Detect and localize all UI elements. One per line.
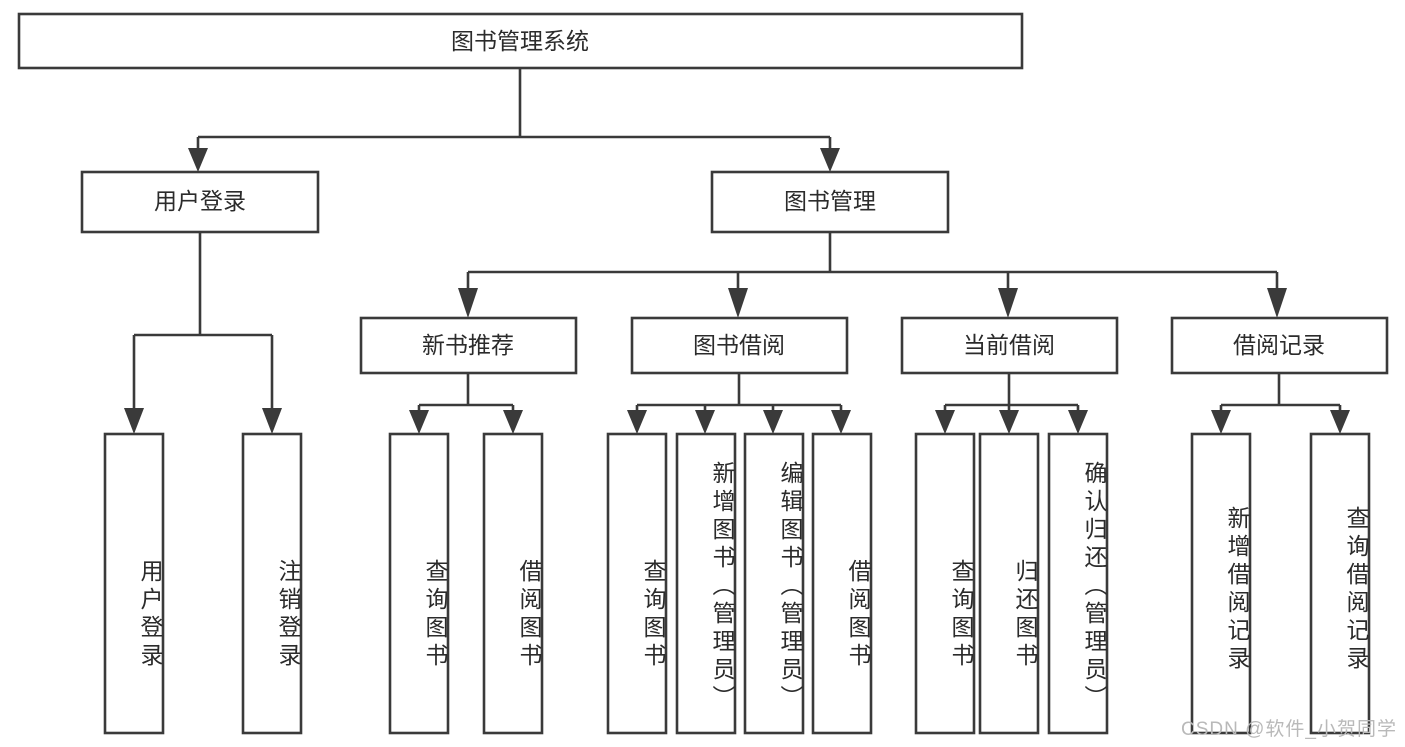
arrowhead-new-book-0 (409, 410, 429, 434)
node-user-login[interactable]: 用户登录 (80, 170, 320, 234)
node-book-manage-label: 图书管理 (784, 188, 876, 214)
node-root[interactable]: 图书管理系统 (17, 12, 1024, 70)
leaf-box-current-borrow-1[interactable] (978, 432, 1040, 735)
node-current-borrow-box[interactable] (900, 316, 1119, 375)
node-book-borrow-label: 图书借阅 (693, 332, 785, 358)
node-borrow-record-label: 借阅记录 (1233, 332, 1325, 358)
node-new-book-recommend-box[interactable] (359, 316, 578, 375)
arrowhead-borrow-record-0 (1211, 410, 1231, 434)
arrowhead-book-borrow-0 (627, 410, 647, 434)
leaf-box-book-borrow-3[interactable] (811, 432, 873, 735)
leaf-box-user-login-1[interactable] (241, 432, 303, 735)
arrowhead-book-borrow-1 (695, 410, 715, 434)
arrowhead-current-borrow-1 (999, 410, 1019, 434)
leaf-box-book-borrow-1[interactable] (675, 432, 737, 735)
leaf-box-borrow-record-0[interactable] (1190, 432, 1252, 735)
node-book-borrow-box[interactable] (630, 316, 849, 375)
leaf-box-book-borrow-2[interactable] (743, 432, 805, 735)
arrowhead-level1-1 (820, 148, 840, 172)
node-user-login-label: 用户登录 (154, 188, 246, 214)
leaf-box-user-login-0[interactable] (103, 432, 165, 735)
node-book-borrow[interactable]: 图书借阅 (630, 316, 849, 375)
leaf-box-current-borrow-2[interactable] (1047, 432, 1109, 735)
leaf-box-current-borrow-0[interactable] (914, 432, 976, 735)
leaf-box-new-book-1[interactable] (482, 432, 544, 735)
arrowhead-book-borrow-3 (831, 410, 851, 434)
arrowhead-current-borrow-2 (1068, 410, 1088, 434)
node-new-book-recommend-label: 新书推荐 (422, 332, 514, 358)
leaf-box-borrow-record-1[interactable] (1309, 432, 1371, 735)
arrowhead-book-borrow-2 (763, 410, 783, 434)
node-borrow-record[interactable]: 借阅记录 (1170, 316, 1389, 375)
arrowhead-new-book-1 (503, 410, 523, 434)
arrowhead-borrow-record-1 (1330, 410, 1350, 434)
arrowhead-current-borrow-0 (935, 410, 955, 434)
arrowhead-level2-1 (728, 288, 748, 318)
node-root-box[interactable] (17, 12, 1024, 70)
node-current-borrow-label: 当前借阅 (963, 332, 1055, 358)
node-current-borrow[interactable]: 当前借阅 (900, 316, 1119, 375)
arrowhead-user-login-0 (124, 408, 144, 434)
leaf-box-new-book-0[interactable] (388, 432, 450, 735)
watermark-text: CSDN @软件_小贺同学 (1181, 719, 1397, 740)
node-borrow-record-box[interactable] (1170, 316, 1389, 375)
arrowhead-level2-2 (998, 288, 1018, 318)
leaf-box-book-borrow-0[interactable] (606, 432, 668, 735)
arrowhead-level2-0 (458, 288, 478, 318)
node-book-manage[interactable]: 图书管理 (710, 170, 950, 234)
arrowhead-level1-0 (188, 148, 208, 172)
arrowhead-user-login-1 (262, 408, 282, 434)
node-book-manage-box[interactable] (710, 170, 950, 234)
arrowhead-level2-3 (1267, 288, 1287, 318)
node-new-book-recommend[interactable]: 新书推荐 (359, 316, 578, 375)
node-root-label: 图书管理系统 (451, 28, 589, 54)
